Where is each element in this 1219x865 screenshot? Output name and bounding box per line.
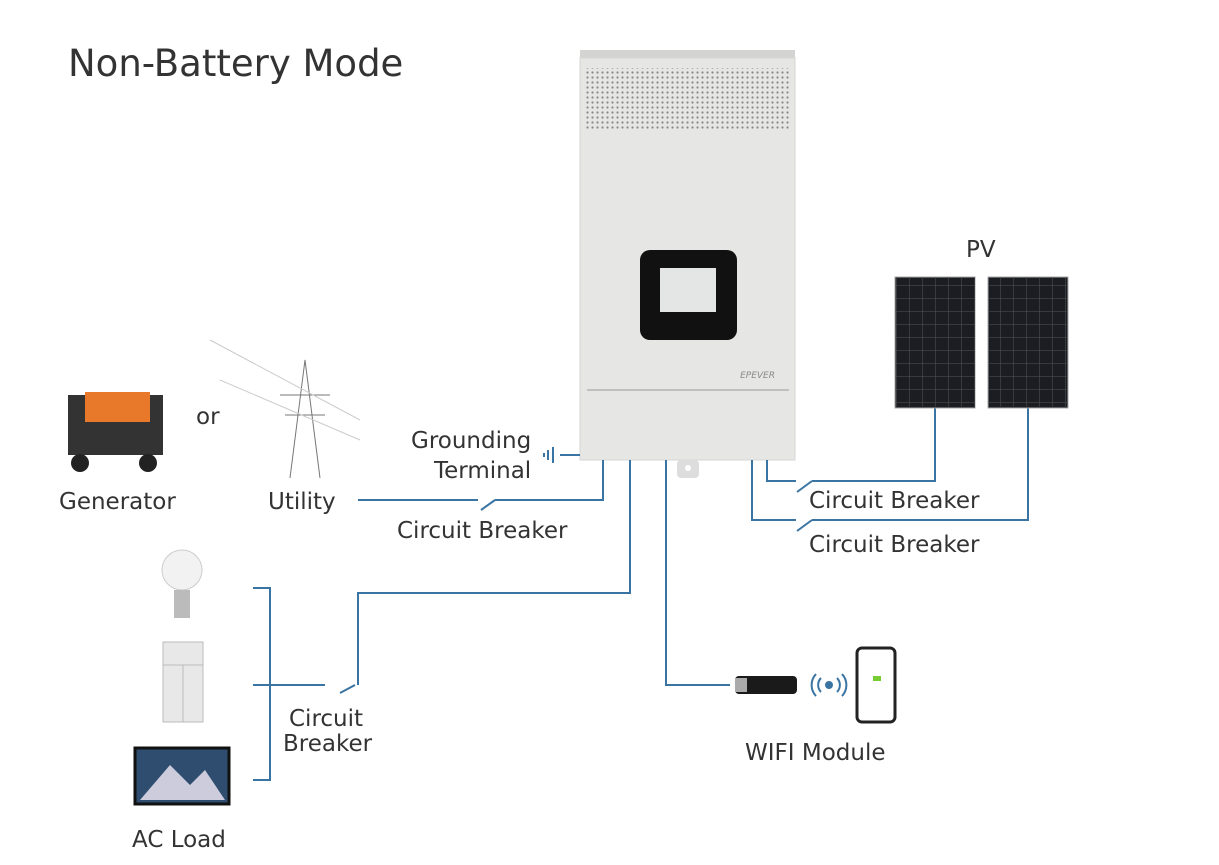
utility-tower-icon (209, 339, 361, 479)
pv1-wire (766, 460, 796, 482)
tv-icon (133, 746, 231, 806)
light-bulb-icon (161, 549, 203, 618)
breaker-load-label-1: Circuit (289, 706, 364, 732)
generator-label: Generator (59, 489, 176, 515)
wifi-label: WIFI Module (745, 740, 886, 766)
utility-label: Utility (268, 489, 336, 515)
load-bracket (253, 587, 271, 781)
utility-breaker-switch (480, 499, 496, 511)
wiring (253, 405, 1029, 781)
pv2-wire (751, 460, 796, 521)
wireless-signal-icon (810, 673, 848, 697)
breaker-pv1-label: Circuit Breaker (809, 488, 980, 514)
grounding-label: Grounding (411, 428, 532, 454)
generator-icon (68, 392, 163, 472)
lcd-screen (660, 268, 716, 312)
pv2-breaker-switch (796, 519, 813, 532)
page-title: Non-Battery Mode (68, 42, 404, 85)
solar-panel-icon (894, 276, 1069, 409)
wifi-wire (665, 460, 730, 686)
smartphone-icon (855, 646, 897, 724)
pv1-breaker-switch (796, 480, 813, 493)
breaker-utility-label: Circuit Breaker (397, 518, 568, 544)
load-wire (357, 460, 631, 685)
brand-logo: EPEVER (740, 371, 775, 381)
ac-load-label: AC Load (132, 827, 226, 853)
or-label: or (196, 404, 220, 430)
terminal-label: Terminal (434, 458, 532, 484)
breaker-load-label-2: Breaker (283, 731, 373, 757)
pv-label: PV (966, 237, 996, 263)
refrigerator-icon (162, 641, 204, 723)
wifi-dongle-icon (735, 676, 797, 694)
breaker-pv2-label: Circuit Breaker (809, 532, 980, 558)
inverter: EPEVER (579, 50, 796, 478)
load-breaker-switch (339, 684, 356, 694)
